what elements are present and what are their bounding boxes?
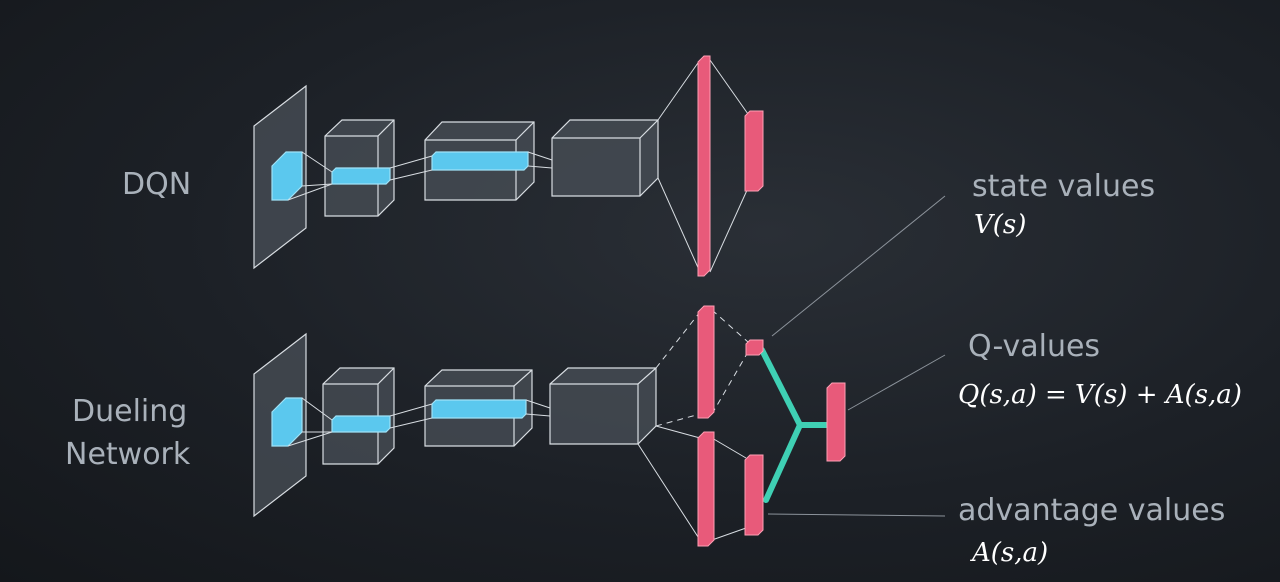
annotation-lines (767, 195, 946, 517)
value-stream-fc (697, 305, 715, 419)
dueling-label-line1: Dueling (72, 394, 188, 429)
state-value-output (745, 339, 764, 356)
dqn-fc-layers (697, 55, 764, 277)
dqn-conv1-filter (331, 167, 391, 185)
dueling-network (253, 332, 657, 518)
dqn-network (253, 84, 659, 270)
dqn-conv3-block (551, 119, 659, 197)
dueling-conv1-filter (331, 415, 391, 433)
dueling-label-line2: Network (65, 437, 191, 472)
advantage-output (744, 454, 764, 536)
dqn-fc1 (697, 55, 711, 277)
dueling-conv2-filter (431, 399, 527, 419)
dqn-conv2-filter (431, 151, 529, 171)
dueling-conv3-block (549, 367, 657, 445)
q-values-formula: Q(s,a) = V(s) + A(s,a) (958, 380, 1242, 410)
q-values-label: Q-values (968, 329, 1101, 364)
state-values-label: state values (972, 169, 1156, 204)
q-value-output (826, 382, 846, 462)
advantage-values-formula: A(s,a) (972, 538, 1049, 568)
merge-lines (759, 347, 833, 503)
advantage-stream-fc (697, 431, 715, 547)
dueling-fc-layers (697, 305, 846, 547)
advantage-values-label: advantage values (958, 493, 1226, 528)
dqn-label: DQN (122, 167, 192, 202)
state-values-formula: V(s) (974, 210, 1027, 240)
dueling-connections (287, 309, 749, 541)
dqn-connections (287, 59, 749, 273)
dqn-output (744, 110, 764, 192)
